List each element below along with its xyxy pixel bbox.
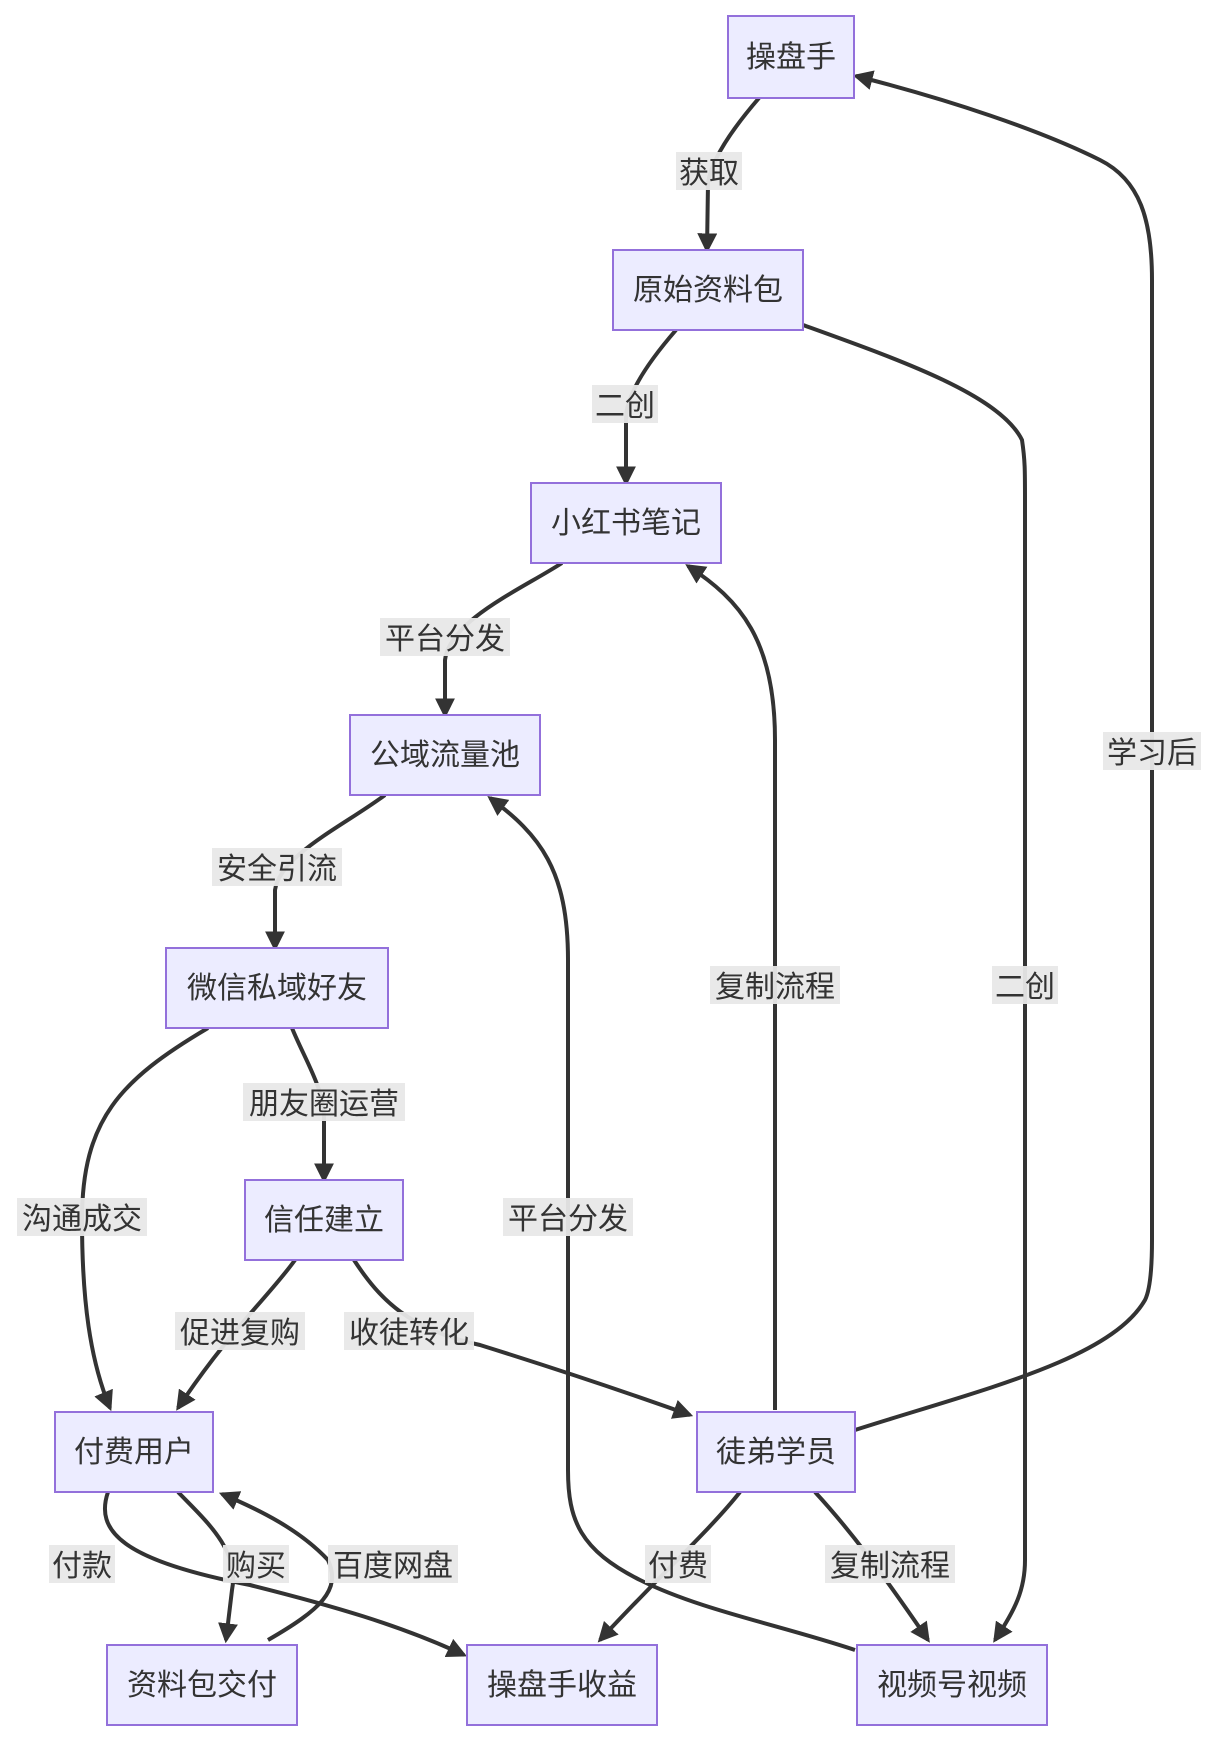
edge-label-pengyouquan-text: 朋友圈运营 [249,1087,399,1122]
node-shipinhao-label: 视频号视频 [877,1668,1027,1703]
edge-fufei-jiaofu [176,1490,238,1644]
edge-label-goumai-text: 购买 [226,1549,286,1584]
edge-label-huoqu: 获取 [676,152,742,191]
edge-label-erchuang-2-text: 二创 [995,970,1055,1005]
node-fufei-user-label: 付费用户 [74,1435,194,1470]
edge-label-huoqu-text: 获取 [679,156,739,191]
edge-label-baidu: 百度网盘 [328,1545,458,1584]
node-gongyu[interactable]: 公域流量池 [349,714,541,796]
edge-label-pingtai-2: 平台分发 [503,1198,633,1237]
edge-label-goutong: 沟通成交 [17,1198,147,1237]
edge-label-pengyouquan: 朋友圈运营 [243,1083,405,1122]
edge-label-fufei-text: 付费 [648,1549,708,1584]
nodes: 操盘手 原始资料包 小红书笔记 公域流量池 微信私域好友 信任建立 付费用户 [54,15,1048,1726]
edge-label-goutong-text: 沟通成交 [22,1202,142,1237]
node-tudi[interactable]: 徒弟学员 [696,1411,856,1493]
edge-label-erchuang-1: 二创 [592,385,658,424]
edge-label-shoutu-text: 收徒转化 [349,1316,469,1351]
edge-label-pingtai-2-text: 平台分发 [508,1202,628,1237]
edge-tudi-caopanshou [852,70,1154,1432]
edge-label-anquan-text: 安全引流 [217,852,337,887]
edge-label-fuzhi-2-text: 复制流程 [830,1549,950,1584]
edge-label-cujin-text: 促进复购 [180,1316,300,1351]
node-fufei-user[interactable]: 付费用户 [54,1411,214,1493]
edge-label-pingtai-1-text: 平台分发 [385,622,505,657]
node-shipinhao[interactable]: 视频号视频 [856,1644,1048,1726]
node-gongyu-label: 公域流量池 [370,738,520,773]
edge-label-fukuan-text: 付款 [52,1549,112,1584]
edge-label-fuzhi-1-text: 复制流程 [715,970,835,1005]
edge-label-goumai: 购买 [223,1545,289,1584]
edge-label-erchuang-1-text: 二创 [595,389,655,424]
node-xiaohongshu-label: 小红书笔记 [551,506,701,541]
edge-fufei-shouyi [102,1491,468,1657]
edge-label-fufei: 付费 [645,1545,711,1584]
edge-label-pingtai-1: 平台分发 [380,618,510,657]
node-shouyi[interactable]: 操盘手收益 [466,1644,658,1726]
edge-label-xuexihou: 学习后 [1103,732,1201,771]
edge-label-fuzhi-2: 复制流程 [825,1545,955,1584]
node-tudi-label: 徒弟学员 [716,1435,836,1470]
edge-label-shoutu: 收徒转化 [344,1312,474,1351]
node-weixin-label: 微信私域好友 [187,971,367,1006]
node-yuanshi-label: 原始资料包 [633,273,783,308]
edge-shipinhao-gongyu [487,796,856,1652]
edge-label-fukuan: 付款 [49,1545,115,1584]
edge-label-xuexihou-text: 学习后 [1107,736,1197,771]
node-xiaohongshu[interactable]: 小红书笔记 [530,482,722,564]
node-jiaofu-label: 资料包交付 [127,1668,277,1703]
node-weixin[interactable]: 微信私域好友 [165,947,389,1029]
edge-label-cujin: 促进复购 [175,1312,305,1351]
edge-label-baidu-text: 百度网盘 [333,1549,453,1584]
edge-label-fuzhi-1: 复制流程 [710,966,840,1005]
node-shouyi-label: 操盘手收益 [487,1668,637,1703]
edge-label-anquan: 安全引流 [212,848,342,887]
node-xinren[interactable]: 信任建立 [244,1179,404,1261]
node-jiaofu[interactable]: 资料包交付 [106,1644,298,1726]
edge-xinren-tudi [352,1258,694,1419]
node-caopanshou[interactable]: 操盘手 [727,15,855,99]
edge-label-erchuang-2: 二创 [992,966,1058,1005]
node-caopanshou-label: 操盘手 [746,40,836,75]
node-yuanshi[interactable]: 原始资料包 [612,249,804,331]
edge-yuanshi-shipinhao [802,323,1027,1643]
node-xinren-label: 信任建立 [264,1203,384,1238]
edge-labels: 获取 二创 平台分发 安全引流 朋友圈运营 沟通成交 促进复购 收徒转化 [17,152,1201,1584]
edge-tudi-xiaohongshu [685,564,777,1410]
